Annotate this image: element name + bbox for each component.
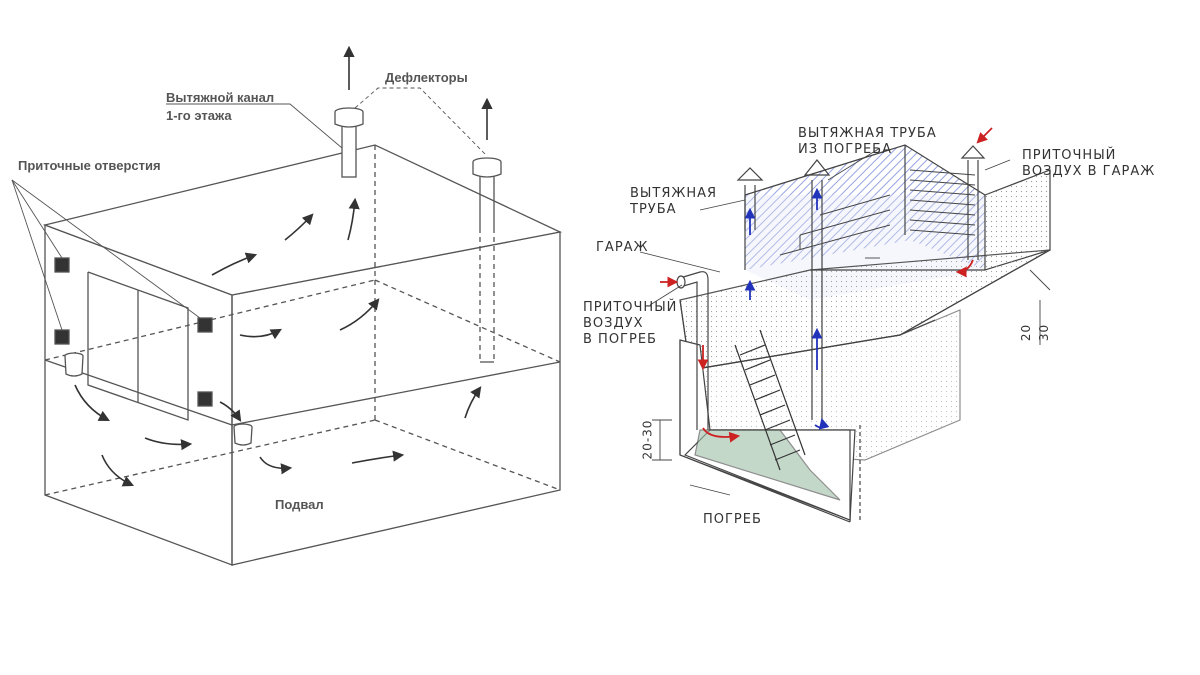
ribbed-panel xyxy=(909,169,976,236)
label-exhaust-channel: Вытяжной канал xyxy=(166,90,275,105)
label-exhaust-pipe-cellar-1: ВЫТЯЖНАЯ ТРУБА xyxy=(798,126,937,141)
label-supply-garage-2: ВОЗДУХ В ГАРАЖ xyxy=(1022,164,1156,179)
label-supply-cellar-3: В ПОГРЕБ xyxy=(583,332,657,347)
label-deflectors: Дефлекторы xyxy=(385,70,468,85)
vent-3 xyxy=(197,317,213,333)
right-airflow-arrows xyxy=(660,127,993,443)
label-cellar: ПОГРЕБ xyxy=(703,512,762,527)
label-dim-20-30: 20-30 xyxy=(640,419,655,460)
label-exhaust-pipe-1: ВЫТЯЖНАЯ xyxy=(630,186,718,201)
hidden-floor-back2 xyxy=(374,279,561,363)
right-garage-cellar-sketch xyxy=(639,144,1051,523)
floor-line-right xyxy=(231,361,561,426)
exhaust-pipe-garage xyxy=(736,167,764,230)
supply-pipe-garage xyxy=(960,145,986,260)
label-dim-30: 30 xyxy=(1037,323,1052,342)
label-supply-cellar-1: ПРИТОЧНЫЙ xyxy=(583,300,678,315)
label-exhaust-pipe-cellar-2: ИЗ ПОГРЕБА xyxy=(798,142,892,157)
label-garage: ГАРАЖ xyxy=(596,240,649,255)
garage-door xyxy=(87,271,189,421)
stairs xyxy=(734,329,806,471)
label-supply-garage-1: ПРИТОЧНЫЙ xyxy=(1022,148,1117,163)
label-first-floor: 1-го этажа xyxy=(166,108,232,123)
label-dim-20: 20 xyxy=(1019,323,1034,342)
dimension-marks xyxy=(652,257,1051,496)
vent-2 xyxy=(54,329,70,345)
left-airflow-arrows xyxy=(74,45,493,487)
supply-pipe-cellar xyxy=(676,271,709,430)
vent-1 xyxy=(54,257,70,273)
exhaust-pipe-cellar xyxy=(803,159,831,420)
label-exhaust-pipe-2: ТРУБА xyxy=(630,202,677,217)
hidden-bottom-right xyxy=(374,419,561,491)
hidden-bottom-back xyxy=(44,419,376,496)
cellar-floor xyxy=(694,429,841,501)
hidden-floor-back xyxy=(44,279,376,361)
garage-shelves xyxy=(779,194,891,256)
label-supply-cellar-2: ВОЗДУХ xyxy=(583,316,644,331)
label-basement: Подвал xyxy=(275,497,324,512)
exhaust-pipe-first-floor xyxy=(341,121,357,178)
label-supply-openings: Приточные отверстия xyxy=(18,158,161,173)
vent-4 xyxy=(197,391,213,407)
